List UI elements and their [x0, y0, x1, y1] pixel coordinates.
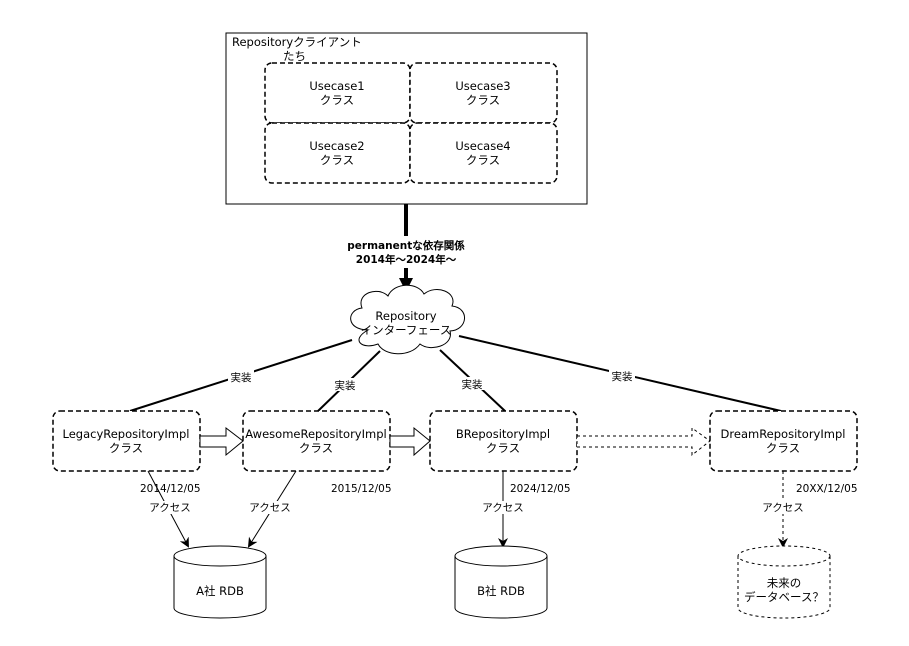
usecase-box-1: Usecase1 クラス: [264, 62, 411, 124]
impl-date: 2014/12/05: [140, 483, 201, 495]
impl-box-dream: DreamRepositoryImpl クラス: [709, 410, 858, 472]
succession-arrow-3-dashed: [576, 427, 711, 457]
usecase-kind: クラス: [466, 93, 500, 107]
usecase-box-4: Usecase4 クラス: [409, 122, 558, 184]
impl-kind: クラス: [299, 441, 333, 455]
impl-date: 2015/12/05: [331, 483, 392, 495]
impl-date: 2024/12/05: [510, 483, 571, 495]
access-label: アクセス: [249, 502, 290, 514]
implements-label: 実装: [335, 379, 356, 392]
impl-name: LegacyRepositoryImpl: [63, 427, 190, 441]
database-b: B社 RDB: [454, 545, 548, 619]
impl-date: 20XX/12/05: [796, 483, 858, 495]
usecase-name: Usecase2: [309, 139, 364, 153]
impl-kind: クラス: [486, 441, 520, 455]
access-arrows: [147, 470, 788, 548]
client-title-line2: たち: [283, 49, 306, 63]
implements-label: 実装: [462, 378, 483, 391]
impl-box-awesome: AwesomeRepositoryImpl クラス: [242, 410, 391, 472]
usecase-name: Usecase4: [455, 139, 510, 153]
impl-name: DreamRepositoryImpl: [721, 427, 846, 441]
database-label: 未来の: [767, 576, 802, 590]
impl-name: BRepositoryImpl: [456, 427, 550, 441]
access-label: アクセス: [762, 502, 803, 514]
succession-arrow-2: [389, 426, 431, 457]
access-labels: アクセス アクセス アクセス アクセス: [148, 501, 805, 514]
database-label-line2: データベース？: [744, 590, 824, 604]
usecase-kind: クラス: [320, 153, 354, 167]
database-label: B社 RDB: [477, 584, 525, 598]
database-label: A社 RDB: [196, 584, 244, 598]
usecase-name: Usecase1: [309, 79, 364, 93]
usecase-box-3: Usecase3 クラス: [409, 62, 558, 124]
client-title: Repositoryクライアント: [232, 35, 362, 49]
usecase-box-2: Usecase2 クラス: [264, 122, 411, 184]
usecase-name: Usecase3: [455, 79, 510, 93]
impl-name: AwesomeRepositoryImpl: [245, 427, 386, 441]
interface-label-line2: インターフェース: [361, 323, 452, 337]
implements-label: 実装: [231, 371, 252, 384]
dependency-label-line1: permanentな依存関係: [347, 239, 465, 252]
dependency-label-line2: 2014年〜2024年〜: [356, 253, 457, 266]
usecase-kind: クラス: [466, 153, 500, 167]
implements-label: 実装: [612, 370, 633, 383]
impl-kind: クラス: [109, 441, 143, 455]
impl-box-legacy: LegacyRepositoryImpl クラス: [52, 410, 201, 472]
succession-arrow-1: [199, 426, 244, 457]
usecase-kind: クラス: [320, 93, 354, 107]
access-label: アクセス: [482, 502, 523, 514]
database-future: 未来の データベース？: [737, 545, 831, 619]
implements-lines: [129, 335, 782, 412]
impl-kind: クラス: [766, 441, 800, 455]
implements-labels: 実装 実装 実装 実装: [228, 369, 635, 392]
impl-box-b: BRepositoryImpl クラス: [429, 410, 578, 472]
repository-interface-cloud: Repository インターフェース: [350, 284, 465, 355]
database-a: A社 RDB: [173, 545, 267, 619]
access-label: アクセス: [149, 502, 190, 514]
interface-label-line1: Repository: [375, 309, 436, 323]
